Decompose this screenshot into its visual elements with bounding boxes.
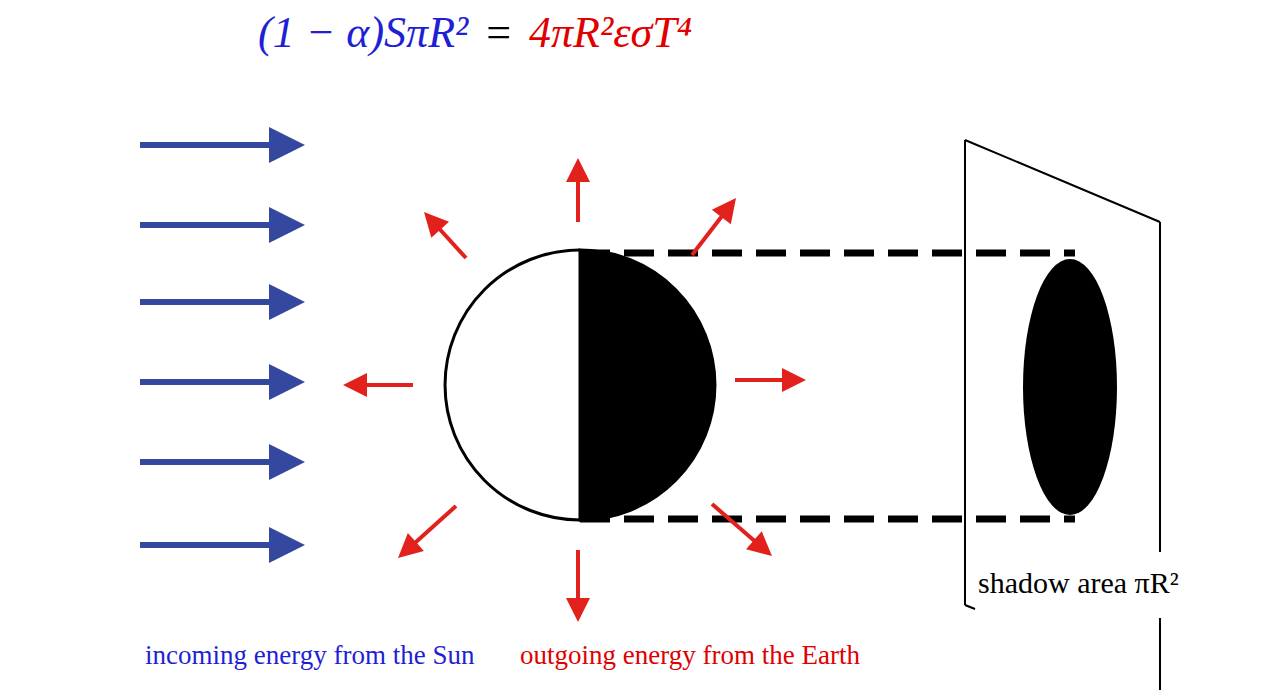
earth-day-side [445,250,580,520]
arrow-shaft [437,227,466,258]
screen-plane [965,140,1160,690]
caption-label: incoming energy from the Sun [145,640,474,671]
arrow-shaft [140,379,273,385]
emission-arrow [566,158,590,222]
emission-arrow [424,212,466,258]
emission-arrow [712,504,772,556]
equation-term: (1 − α)SπR² [258,8,468,59]
arrow-head [566,158,590,182]
sunlight-arrow [140,527,305,563]
emission-arrow [398,506,456,558]
arrow-shaft [692,214,724,255]
sunlight-arrow [140,364,305,400]
sunlight-arrow [140,284,305,320]
arrow-head [269,284,305,320]
arrow-shaft [735,378,786,382]
arrow-shaft [712,504,757,543]
arrow-shaft [140,142,273,148]
arrow-shaft [140,459,273,465]
sunlight-arrow [140,207,305,243]
sunlight-arrow [140,444,305,480]
arrow-shaft [576,178,580,222]
equals-sign: = [486,8,511,59]
arrow-head [424,212,449,238]
emission-arrow [735,368,806,392]
arrow-shaft [576,550,580,602]
arrow-shaft [140,299,273,305]
emission-arrow [692,198,736,255]
equation: (1 − α)SπR² = 4πR²εσT⁴ [258,8,692,59]
arrow-head [746,531,772,556]
arrow-shaft [363,383,413,387]
arrow-shaft [413,506,456,545]
arrow-head [566,598,590,622]
arrow-head [269,207,305,243]
emission-arrow [566,550,590,622]
shadow-label: shadow area πR² [975,566,1182,601]
arrow-head [712,198,736,224]
sunlight-arrow [140,127,305,163]
arrow-head [343,373,367,397]
emission-arrow [343,373,413,397]
equation-term: 4πR²εσT⁴ [529,8,692,59]
arrow-head [398,533,424,558]
arrow-shaft [140,542,273,548]
arrow-head [269,527,305,563]
arrow-head [782,368,806,392]
arrow-head [269,127,305,163]
shadow-ellipse [1023,259,1117,515]
arrow-head [269,364,305,400]
arrow-shaft [140,222,273,228]
caption-label: outgoing energy from the Earth [520,640,860,671]
arrows [140,127,806,622]
earth-night-side [580,250,715,520]
arrow-head [269,444,305,480]
